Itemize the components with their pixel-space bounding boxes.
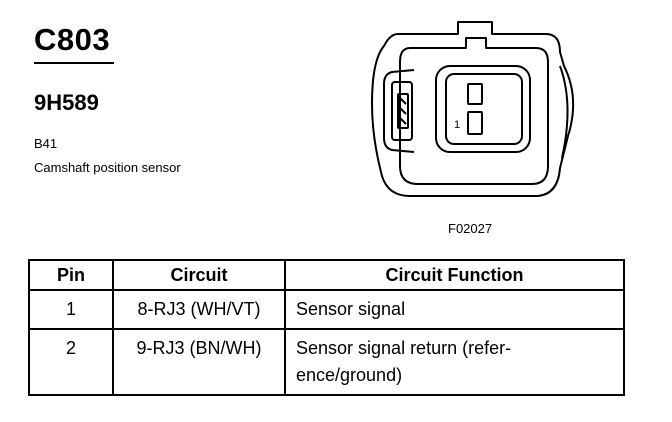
circuit-cell: 8-RJ3 (WH/VT): [112, 289, 286, 330]
pin-table: Pin Circuit Circuit Function 1 8-RJ3 (WH…: [28, 259, 625, 396]
pin-1-label: 1: [454, 119, 460, 131]
connector-right-rim: [559, 65, 569, 159]
terminal-2: [467, 83, 483, 105]
header-pin: Pin: [28, 259, 114, 291]
part-number: 9H589: [34, 90, 99, 115]
connector-latch-hatch: [399, 97, 407, 125]
circuit-function-cell: Sensor signal: [284, 289, 625, 330]
pin-cavity-outer: [435, 65, 531, 153]
component-name: Camshaft position sensor: [34, 160, 181, 175]
circuit-cell: 9-RJ3 (BN/WH): [112, 328, 286, 396]
component-code: B41: [34, 136, 58, 151]
pin-cell: 2: [28, 328, 114, 396]
header-circuit-function: Circuit Function: [284, 259, 625, 291]
table-row: 1 8-RJ3 (WH/VT) Sensor signal: [28, 289, 625, 330]
table-header-row: Pin Circuit Circuit Function: [28, 259, 625, 291]
figure-id: F02027: [448, 221, 493, 236]
connector-latch-frame: [391, 81, 413, 141]
connector-latch-outer: [383, 69, 415, 153]
connector-id-underline: [34, 62, 114, 64]
connector-outer-housing: [371, 21, 575, 197]
terminal-1: [467, 111, 483, 135]
connector-latch-tab: [397, 93, 409, 129]
connector-face-diagram: 1: [371, 21, 575, 197]
circuit-function-cell: Sensor signal return (refer-ence/ground): [284, 328, 625, 396]
connector-inner-housing: [399, 37, 549, 185]
pin-cell: 1: [28, 289, 114, 330]
connector-id: C803: [34, 22, 111, 57]
header-circuit: Circuit: [112, 259, 286, 291]
table-row: 2 9-RJ3 (BN/WH) Sensor signal return (re…: [28, 328, 625, 396]
pin-cavity-inner: [445, 73, 523, 145]
